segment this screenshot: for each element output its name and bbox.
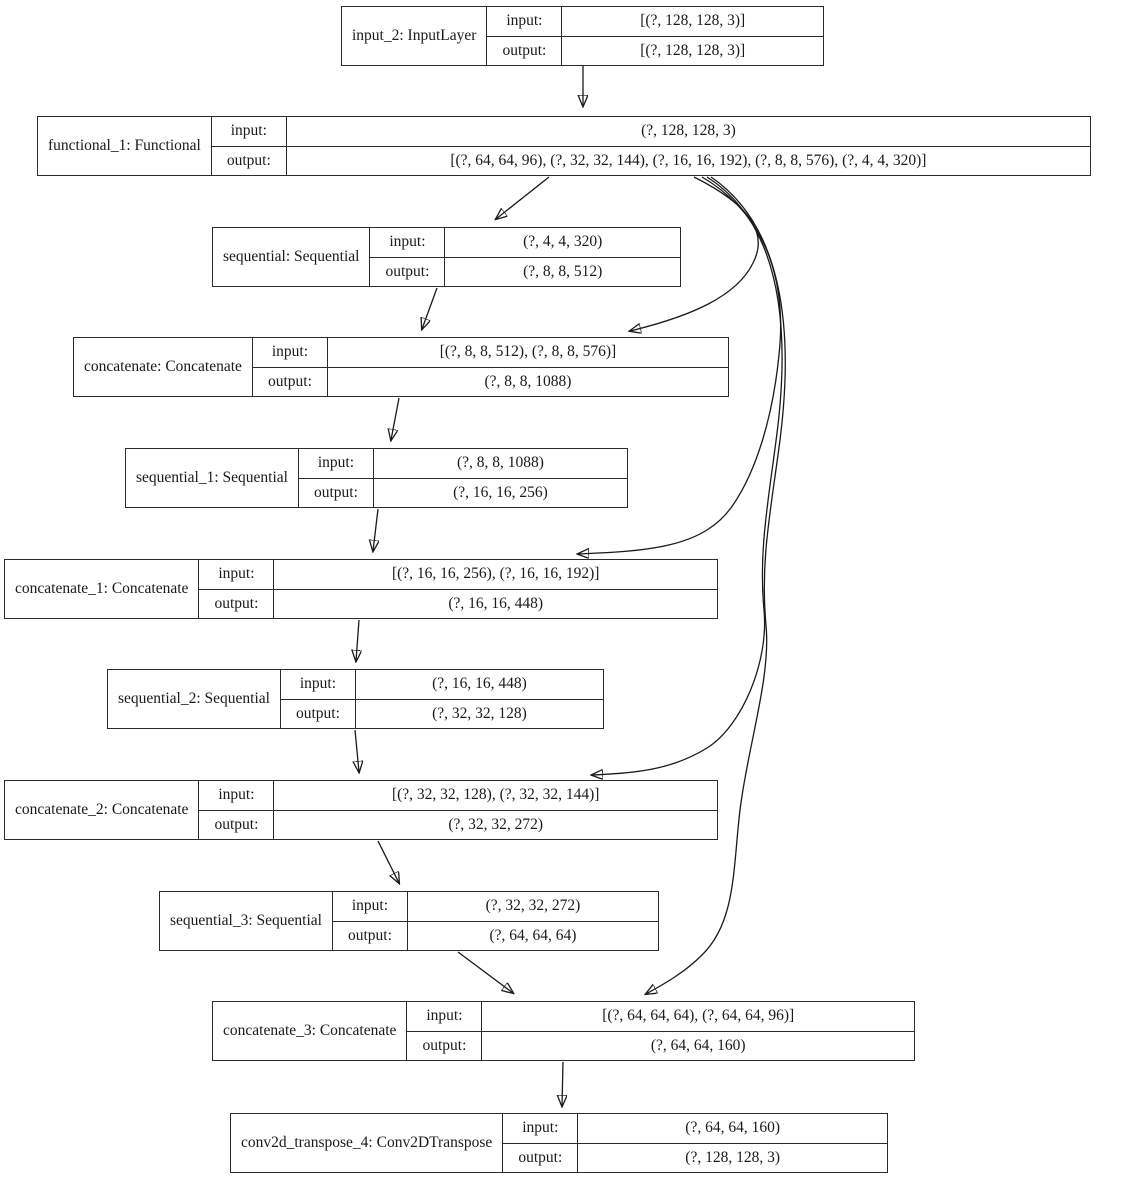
layer-title: sequential_2: Sequential [108,670,281,728]
input-label: input: [212,117,287,146]
input-shape: (?, 4, 4, 320) [523,233,603,251]
output-shape: (?, 8, 8, 512) [523,262,603,280]
edge-concatenate-sequential_1 [391,397,400,440]
output-label: output: [299,478,374,507]
input-label: input: [407,1002,483,1031]
input-shape: (?, 32, 32, 272) [485,897,581,915]
layer-node-sequential_3: sequential_3: Sequential input: (?, 32, … [159,891,659,951]
output-label: output: [281,699,356,728]
input-shape: (?, 128, 128, 3) [641,122,736,140]
output-shape: [(?, 128, 128, 3)] [640,41,746,59]
input-label: input: [487,7,563,36]
edge-functional_1-concatenate_2 [592,176,783,775]
layer-title: sequential_3: Sequential [160,892,333,950]
layer-node-conv2d_transpose_4: conv2d_transpose_4: Conv2DTranspose inpu… [230,1113,888,1173]
layer-node-input_2: input_2: InputLayer input: [(?, 128, 128… [341,6,824,66]
output-shape: (?, 64, 64, 64) [489,926,577,944]
output-shape: (?, 32, 32, 272) [448,815,544,833]
edge-sequential-concatenate [422,287,438,329]
output-label: output: [503,1143,579,1172]
input-label: input: [299,449,374,478]
edge-sequential_2-concatenate_2 [355,729,359,772]
layer-node-concatenate_3: concatenate_3: Concatenate input: [(?, 6… [212,1001,915,1061]
input-shape: [(?, 32, 32, 128), (?, 32, 32, 144)] [391,786,600,804]
output-label: output: [487,36,563,65]
edge-functional_1-sequential [496,176,550,219]
input-shape: [(?, 8, 8, 512), (?, 8, 8, 576)] [439,343,617,361]
output-label: output: [407,1031,483,1060]
input-shape: (?, 8, 8, 1088) [457,454,544,472]
layer-node-concatenate_1: concatenate_1: Concatenate input: [(?, 1… [4,559,718,619]
layer-title: conv2d_transpose_4: Conv2DTranspose [231,1114,504,1172]
layer-title: sequential: Sequential [213,228,371,286]
layer-node-concatenate: concatenate: Concatenate input: [(?, 8, … [73,337,729,397]
edge-concatenate_3-conv2d_transpose_4 [562,1061,563,1106]
layer-title: functional_1: Functional [38,117,212,175]
edge-sequential_3-concatenate_3 [457,951,513,993]
output-shape: (?, 8, 8, 1088) [484,372,572,390]
input-label: input: [281,670,356,699]
input-shape: [(?, 64, 64, 64), (?, 64, 64, 96)] [602,1007,795,1025]
layer-node-functional_1: functional_1: Functional input: (?, 128,… [37,116,1091,176]
output-label: output: [253,367,328,396]
edge-functional_1-concatenate_3 [646,176,786,994]
output-label: output: [370,257,446,286]
output-shape: (?, 16, 16, 448) [448,594,544,612]
input-label: input: [199,781,275,810]
output-shape: (?, 128, 128, 3) [685,1148,780,1166]
input-shape: [(?, 16, 16, 256), (?, 16, 16, 192)] [391,565,600,583]
layer-title: concatenate_3: Concatenate [213,1002,408,1060]
input-label: input: [253,338,328,367]
output-shape: (?, 16, 16, 256) [453,483,548,501]
input-label: input: [199,560,275,589]
edge-concatenate_2-sequential_3 [377,840,399,883]
layer-node-sequential_1: sequential_1: Sequential input: (?, 8, 8… [125,448,628,508]
input-shape: (?, 16, 16, 448) [432,675,527,693]
output-label: output: [199,810,275,839]
edge-concatenate_1-sequential_2 [356,619,359,661]
layer-node-sequential_2: sequential_2: Sequential input: (?, 16, … [107,669,604,729]
layer-title: sequential_1: Sequential [126,449,299,507]
input-shape: [(?, 128, 128, 3)] [640,12,746,30]
output-shape: (?, 64, 64, 160) [650,1036,746,1054]
output-shape: [(?, 64, 64, 96), (?, 32, 32, 144), (?, … [450,151,927,169]
input-label: input: [370,228,446,257]
edge-sequential_1-concatenate_1 [373,508,378,551]
output-label: output: [212,146,287,175]
layer-title: input_2: InputLayer [342,7,488,65]
layer-title: concatenate_1: Concatenate [5,560,200,618]
output-shape: (?, 32, 32, 128) [432,704,527,722]
layer-node-concatenate_2: concatenate_2: Concatenate input: [(?, 3… [4,780,718,840]
input-label: input: [333,892,408,921]
output-label: output: [199,589,275,618]
input-label: input: [503,1114,579,1143]
layer-node-sequential: sequential: Sequential input: (?, 4, 4, … [212,227,681,287]
output-label: output: [333,921,408,950]
layer-title: concatenate: Concatenate [74,338,253,396]
layer-title: concatenate_2: Concatenate [5,781,200,839]
input-shape: (?, 64, 64, 160) [685,1119,780,1137]
